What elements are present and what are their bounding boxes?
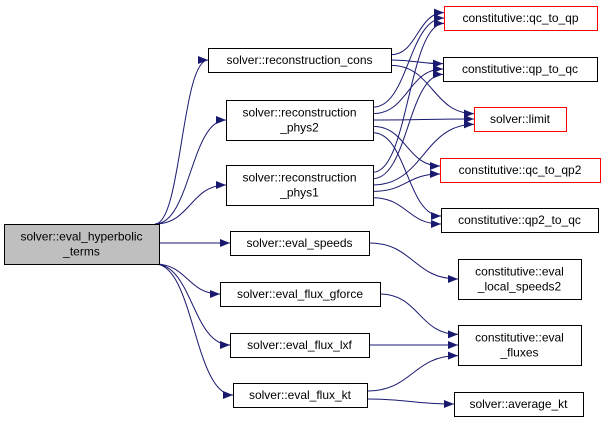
node-label: solver::reconstruction_cons [226,53,372,67]
node-box[interactable] [474,107,567,132]
edge-recon_cons-to-qc_to_qp [390,8,445,56]
node-box[interactable] [226,100,374,141]
node-qp_to_qc[interactable]: constitutive::qp_to_qc [443,57,598,82]
node-label: _phys2 [279,121,319,135]
edge-root-to-eval_flux_lxf [154,263,231,349]
node-box[interactable] [454,392,584,417]
node-eval_flux_kt[interactable]: solver::eval_flux_kt [233,383,368,408]
node-box[interactable] [230,333,370,358]
node-label: _terms [62,245,100,259]
node-label: constitutive::eval [475,265,564,279]
node-label: solver::reconstruction [242,171,356,185]
edges-layer [154,8,475,408]
node-label: solver::eval_hyperbolic [20,230,142,244]
node-label: constitutive::eval [475,331,564,345]
node-label: solver::reconstruction [242,106,356,120]
edge-root-to-eval_flux_gforce [154,263,221,298]
node-box[interactable] [458,259,582,300]
node-qc_to_qp2[interactable]: constitutive::qc_to_qp2 [440,158,601,183]
edge-root-to-recon_phys2 [154,116,227,225]
node-qp2_to_qc[interactable]: constitutive::qp2_to_qc [441,208,599,233]
node-eval_local_speeds2[interactable]: constitutive::eval_local_speeds2 [458,259,582,300]
node-label: constitutive::qc_to_qp2 [459,163,582,177]
node-box[interactable] [220,282,381,307]
node-eval_flux_lxf[interactable]: solver::eval_flux_lxf [230,333,370,358]
node-label: solver::average_kt [469,397,568,411]
edge-eval_flux_gforce-to-eval_fluxes [379,293,459,339]
node-label: solver::limit [490,112,551,126]
edge-eval_flux_kt-to-eval_fluxes [366,351,459,392]
edge-eval_speeds-to-eval_local_speeds2 [368,242,459,283]
node-label: _phys1 [279,186,319,200]
node-box[interactable] [441,208,599,233]
node-box[interactable] [444,6,598,31]
node-limit[interactable]: solver::limit [474,107,567,132]
node-label: _local_speeds2 [477,280,562,294]
edge-recon_phys2-to-qp2_to_qc [372,132,442,220]
node-label: solver::eval_flux_gforce [237,287,363,301]
edge-root-to-recon_phys1 [154,181,227,225]
node-label: solver::eval_flux_lxf [247,338,352,352]
edge-recon_phys1-to-qp_to_qc [372,70,444,180]
node-recon_phys1[interactable]: solver::reconstruction_phys1 [226,165,374,206]
node-label: _fluxes [499,346,538,360]
edge-recon_phys2-to-qc_to_qp2 [372,125,441,170]
edge-recon_phys1-to-qc_to_qp2 [372,170,441,192]
node-label: constitutive::qp2_to_qc [458,213,581,227]
edge-recon_phys1-to-qp2_to_qc [372,197,442,228]
node-label: solver::eval_flux_kt [249,388,352,402]
edge-eval_flux_kt-to-average_kt [366,398,455,408]
edge-recon_cons-to-limit [390,64,475,118]
edge-root-to-eval_flux_kt [154,263,234,399]
node-recon_phys2[interactable]: solver::reconstruction_phys2 [226,100,374,141]
node-qc_to_qp[interactable]: constitutive::qc_to_qp [444,6,598,31]
edge-root-to-recon_cons [154,56,209,225]
node-eval_speeds[interactable]: solver::eval_speeds [230,231,370,256]
node-box[interactable] [440,158,601,183]
node-box[interactable] [226,165,374,206]
node-label: constitutive::qp_to_qc [462,62,578,76]
edge-recon_phys2-to-limit [372,115,475,124]
node-box[interactable] [208,48,392,73]
node-recon_cons[interactable]: solver::reconstruction_cons [208,48,392,73]
edge-recon_cons-to-qp_to_qc [390,59,444,68]
edge-recon_phys1-to-qc_to_qp [372,19,445,173]
node-box[interactable] [458,325,582,366]
edge-recon_phys2-to-qp_to_qc [372,65,444,115]
node-average_kt[interactable]: solver::average_kt [454,392,584,417]
node-box[interactable] [4,224,160,265]
node-box[interactable] [443,57,598,82]
node-root[interactable]: solver::eval_hyperbolic_terms [4,224,160,265]
node-label: solver::eval_speeds [246,236,352,250]
edge-recon_phys2-to-qc_to_qp [372,14,445,108]
node-label: constitutive::qc_to_qp [462,11,578,25]
node-box[interactable] [233,383,368,408]
node-eval_fluxes[interactable]: constitutive::eval_fluxes [458,325,582,366]
node-box[interactable] [230,231,370,256]
edge-recon_phys1-to-limit [372,120,475,186]
node-eval_flux_gforce[interactable]: solver::eval_flux_gforce [220,282,381,307]
nodes-layer: solver::eval_hyperbolic_terms solver::rec… [4,6,601,417]
